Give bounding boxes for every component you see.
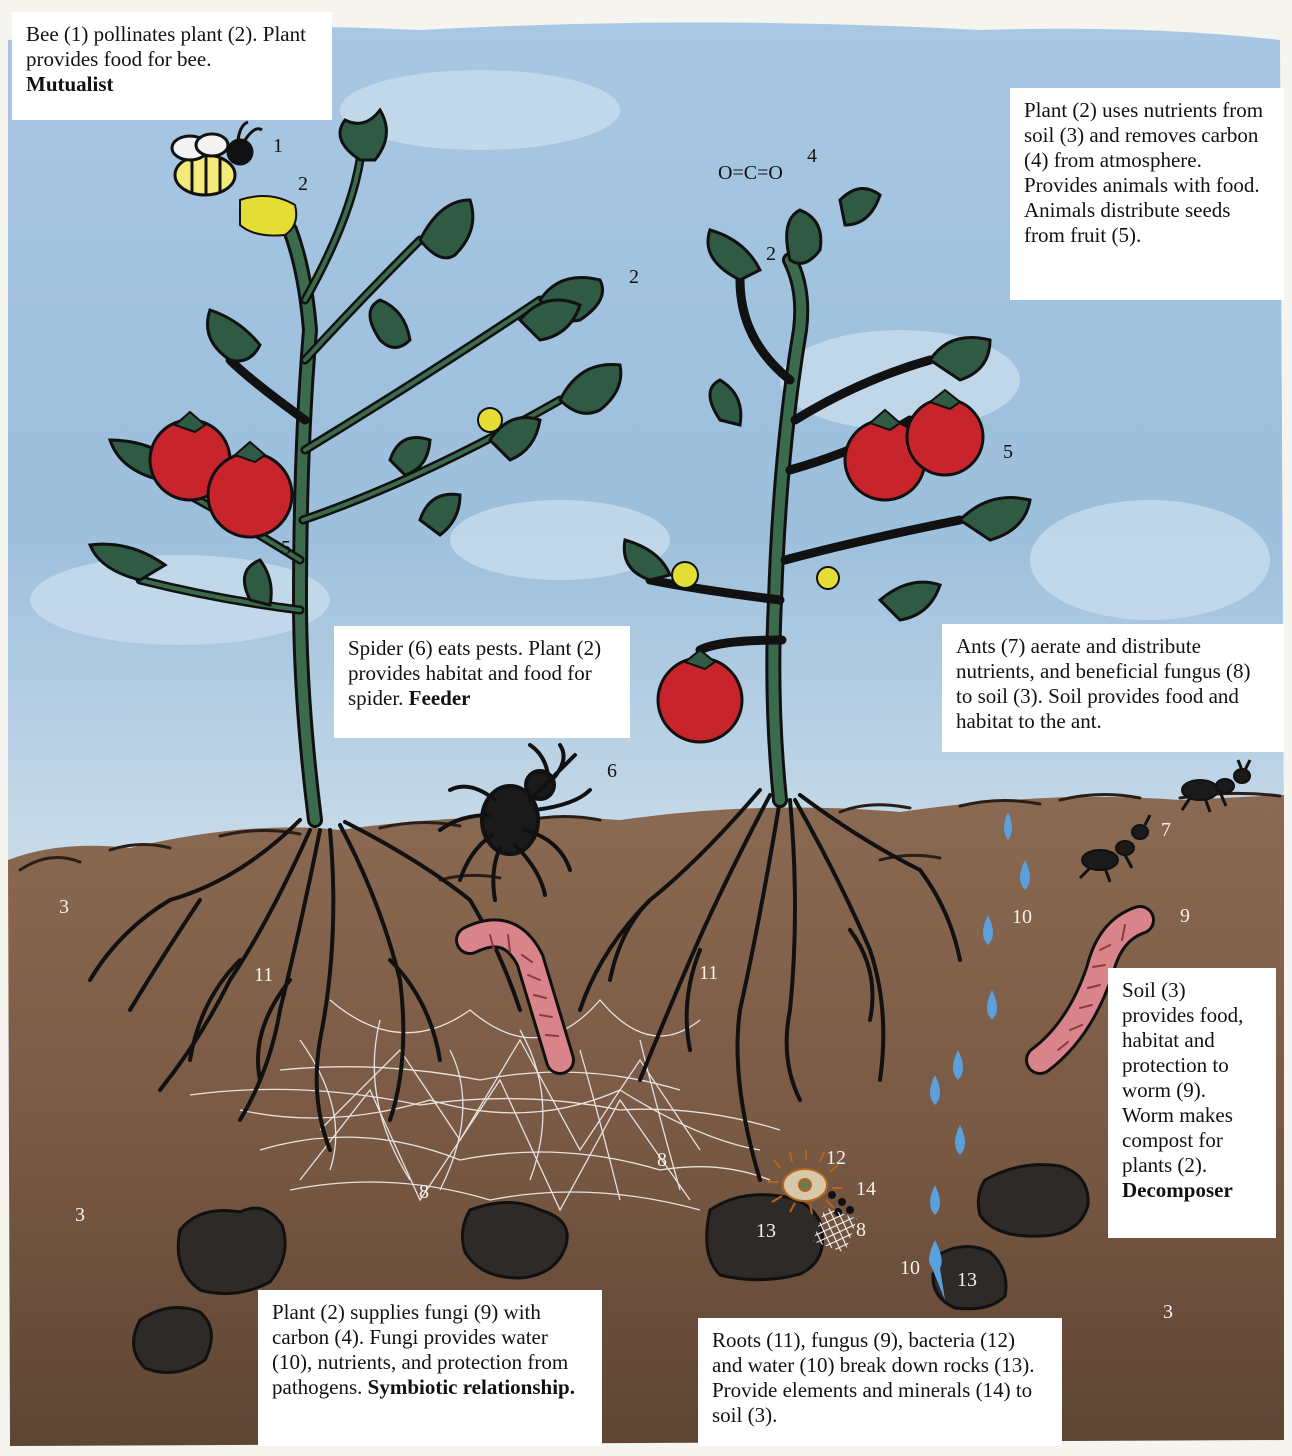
label-minerals: 14 xyxy=(856,1179,876,1199)
label-soil-left: 3 xyxy=(59,897,69,917)
bee-caption: Bee (1) pollinates plant (2). Plant prov… xyxy=(12,12,332,120)
label-bacteria: 12 xyxy=(826,1148,846,1168)
label-water-bottom: 10 xyxy=(900,1258,920,1278)
label-worm: 9 xyxy=(1180,906,1190,926)
label-water-top: 10 xyxy=(1012,907,1032,927)
plant-caption-text: Plant (2) uses nutrients from soil (3) a… xyxy=(1024,98,1263,247)
label-plant-left: 2 xyxy=(629,267,639,287)
label-fruit-right: 5 xyxy=(1003,442,1013,462)
bee-caption-text: Bee (1) pollinates plant (2). Plant prov… xyxy=(26,22,306,71)
plant-caption: Plant (2) uses nutrients from soil (3) a… xyxy=(1010,88,1284,300)
spider-caption: Spider (6) eats pests. Plant (2) provide… xyxy=(334,626,630,738)
roots-caption-text: Roots (11), fungus (9), bacteria (12) an… xyxy=(712,1328,1034,1427)
label-spider: 6 xyxy=(607,761,617,781)
label-rock-right: 13 xyxy=(957,1270,977,1290)
label-carbon: 4 xyxy=(807,146,817,166)
bee-caption-role: Mutualist xyxy=(26,72,114,96)
label-fungus-right: 8 xyxy=(657,1150,667,1170)
fungi-caption: Plant (2) supplies fungi (9) with carbon… xyxy=(258,1290,602,1446)
label-soil-right: 3 xyxy=(1163,1302,1173,1322)
label-fungus-rock: 8 xyxy=(856,1220,866,1240)
label-bee: 1 xyxy=(273,136,283,156)
worm-caption-role: Decomposer xyxy=(1122,1178,1233,1202)
ants-caption: Ants (7) aerate and distribute nutrients… xyxy=(942,624,1284,752)
label-fungus-left: 8 xyxy=(419,1182,429,1202)
label-rock-left: 13 xyxy=(756,1221,776,1241)
label-roots-right: 11 xyxy=(699,963,718,983)
label-flower: 2 xyxy=(298,174,308,194)
ants-caption-text: Ants (7) aerate and distribute nutrients… xyxy=(956,634,1251,733)
label-ant: 7 xyxy=(1161,820,1171,840)
label-roots-left: 11 xyxy=(254,965,273,985)
fungi-caption-role: Symbiotic relationship. xyxy=(368,1375,575,1399)
label-plant-right: 2 xyxy=(766,244,776,264)
carbon-dioxide-formula: O=C=O xyxy=(718,162,783,185)
worm-caption-text: Soil (3) provides food, habitat and prot… xyxy=(1122,978,1243,1177)
roots-caption: Roots (11), fungus (9), bacteria (12) an… xyxy=(698,1318,1062,1446)
spider-caption-role: Feeder xyxy=(409,686,471,710)
label-soil-left-lower: 3 xyxy=(75,1205,85,1225)
spider-caption-text: Spider (6) eats pests. Plant (2) provide… xyxy=(348,636,601,710)
worm-caption: Soil (3) provides food, habitat and prot… xyxy=(1108,968,1276,1238)
label-fruit-left: 5 xyxy=(281,538,291,558)
